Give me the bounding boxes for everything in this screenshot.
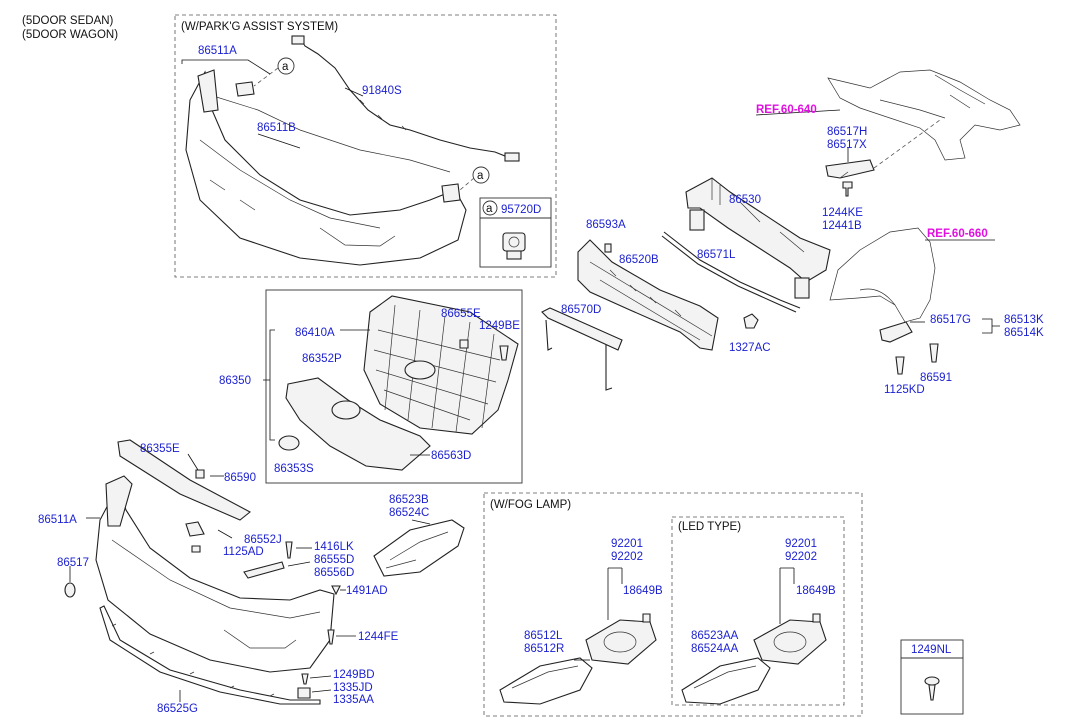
label-86517g[interactable]: 86517G [930,314,971,326]
fender-drawing [829,227,936,323]
label-95720d[interactable]: 95720D [501,204,541,216]
nut-1327ac-drawing [743,313,759,329]
label-12441b[interactable]: 12441B [822,220,862,232]
label-18649b-led[interactable]: 18649B [796,585,836,597]
label-86524c[interactable]: 86524C [389,507,429,519]
lower-stay-drawing [541,307,623,391]
label-86517[interactable]: 86517 [57,557,89,569]
label-86410a[interactable]: 86410A [295,327,335,339]
grille-molding-drawing [285,377,431,471]
label-86517h[interactable]: 86517H [827,126,867,138]
park-assist-group-frame [174,14,557,278]
led-bezel-drawing [681,657,771,705]
callout-a-1: a [282,61,289,73]
screw-callout-box [900,639,964,715]
label-86523b[interactable]: 86523B [389,494,429,506]
label-1335jd[interactable]: 1335JD [333,682,373,694]
label-86570d[interactable]: 86570D [561,304,601,316]
fog-lamp-drawing [585,613,657,665]
small-fasteners-drawing [64,469,341,699]
parking-sensor-drawing [502,232,526,260]
label-86556d[interactable]: 86556D [314,567,354,579]
label-1244ke[interactable]: 1244KE [822,207,863,219]
label-86590[interactable]: 86590 [224,472,256,484]
label-1249nl[interactable]: 1249NL [911,644,952,656]
energy-absorber-drawing [577,239,719,351]
label-1249be[interactable]: 1249BE [479,320,520,332]
fog-lamp-group-title: (W/FOG LAMP) [490,499,571,511]
led-type-group-frame [671,516,845,706]
side-bracket-upper-drawing [825,159,875,197]
emblem-drawing [278,435,300,451]
label-86524aa[interactable]: 86524AA [691,643,739,655]
label-86511a-bottom[interactable]: 86511A [38,514,77,526]
label-86511b[interactable]: 86511B [257,122,296,134]
label-86512r[interactable]: 86512R [524,643,564,655]
ref-60-640: REF.60-640 [756,104,817,116]
label-1244fe[interactable]: 1244FE [358,631,399,643]
grille-group-frame [265,289,523,484]
label-86512l[interactable]: 86512L [524,630,563,642]
park-assist-group-title: (W/PARK'G ASSIST SYSTEM) [181,21,338,33]
callout-a-3: a [486,203,493,215]
label-1491ad[interactable]: 1491AD [346,585,388,597]
label-91840s[interactable]: 91840S [362,85,402,97]
label-86525g[interactable]: 86525G [157,703,198,715]
label-92201-led[interactable]: 92201 [785,538,817,550]
label-86517x[interactable]: 86517X [827,139,867,151]
label-86655e[interactable]: 86655E [441,308,481,320]
label-86520b[interactable]: 86520B [619,254,659,266]
body-structure-ref-drawing [827,69,1021,161]
wiring-harness-drawing [291,35,520,162]
label-86552j[interactable]: 86552J [244,534,282,546]
label-86355e[interactable]: 86355E [140,443,180,455]
bumper-cover-upper-drawing [185,69,467,266]
label-86352p[interactable]: 86352P [302,353,342,365]
label-1249bd[interactable]: 1249BD [333,669,375,681]
fog-lamp-group-frame [483,492,863,717]
label-86563d[interactable]: 86563D [431,450,471,462]
seal-strip-drawing [663,231,801,309]
variant-wagon: (5DOOR WAGON) [22,29,118,41]
upper-absorber-86355e-drawing [117,439,251,521]
label-1125kd[interactable]: 1125KD [884,384,925,396]
ref-60-660: REF.60-660 [927,228,988,240]
led-type-group-title: (LED TYPE) [678,521,741,533]
label-1125ad[interactable]: 1125AD [223,546,264,558]
label-92202-led[interactable]: 92202 [785,551,817,563]
label-86593a[interactable]: 86593A [586,219,626,231]
label-86523aa[interactable]: 86523AA [691,630,739,642]
label-86591[interactable]: 86591 [920,372,952,384]
label-1335aa[interactable]: 1335AA [333,694,374,706]
screw-1249nl-drawing [924,676,940,701]
label-18649b-fog[interactable]: 18649B [623,585,663,597]
led-lamp-drawing [753,613,827,665]
label-86571l[interactable]: 86571L [697,249,736,261]
label-1416lk[interactable]: 1416LK [314,541,354,553]
label-86514k[interactable]: 86514K [1004,327,1044,339]
label-86513k[interactable]: 86513K [1004,314,1044,326]
fog-bezel-86523b-drawing [373,519,465,577]
bumper-reinforcement-drawing [685,177,831,299]
grille-drawing [363,295,519,435]
bumper-lower-lip-drawing [99,605,321,705]
label-1327ac[interactable]: 1327AC [729,342,771,354]
sensor-callout-box [479,197,552,268]
label-92202-fog[interactable]: 92202 [611,551,643,563]
side-bracket-lower-drawing [879,321,939,375]
fog-bezel-86512-drawing [499,657,593,705]
label-86350[interactable]: 86350 [219,375,251,387]
label-92201-fog[interactable]: 92201 [611,538,643,550]
label-86555d[interactable]: 86555D [314,554,354,566]
label-86353s[interactable]: 86353S [274,463,314,475]
clip-86593a-drawing [604,243,612,253]
variant-sedan: (5DOOR SEDAN) [22,15,114,27]
callout-a-2: a [477,170,484,182]
label-86530[interactable]: 86530 [729,194,761,206]
label-86511a-top[interactable]: 86511A [198,45,237,57]
